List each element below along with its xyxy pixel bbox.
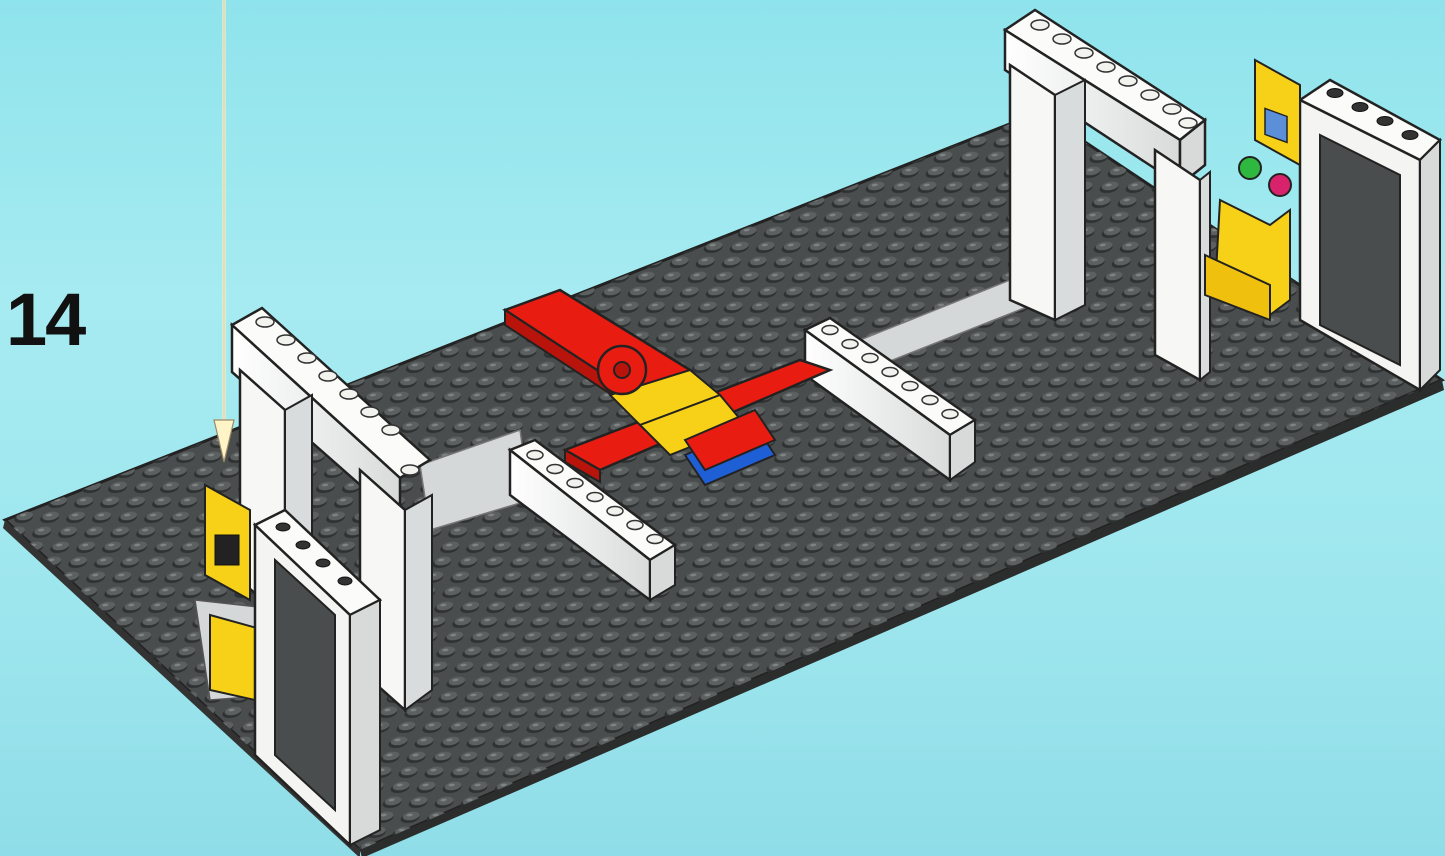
- back-arch: [1002, 8, 1211, 383]
- step-number: 14: [6, 278, 86, 361]
- center-red-assembly: [502, 288, 834, 487]
- arrow-down-icon: [213, 0, 235, 463]
- front-arch: [229, 306, 433, 713]
- right-vending-machine: [1204, 58, 1301, 322]
- right-door-frame: [1297, 78, 1443, 393]
- middle-left-wall: [507, 438, 678, 603]
- left-door-frame: [252, 508, 383, 848]
- middle-right-wall: [802, 316, 978, 483]
